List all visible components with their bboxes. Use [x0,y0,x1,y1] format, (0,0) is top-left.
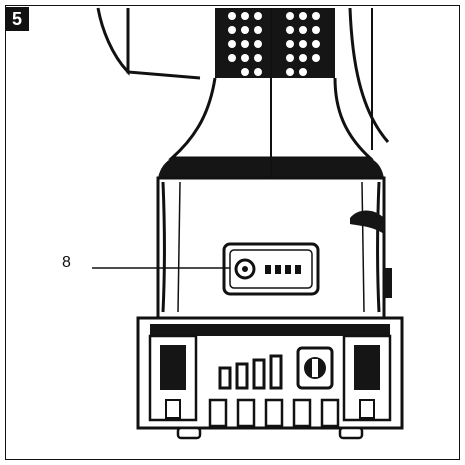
charge-led-3 [285,265,291,274]
grip-area [215,8,335,92]
battery-pack [136,316,404,440]
charge-led-4 [295,265,301,274]
figure-number-badge: 5 [5,7,29,31]
figure-number: 5 [11,9,22,29]
upper-body-left-outline [96,7,130,76]
callout-label-8: 8 [62,254,71,271]
side-lever [350,210,384,234]
indicator-button-icon [234,258,256,280]
figure-border [5,5,460,460]
charge-led-2 [275,265,281,274]
battery-charge-indicator [222,242,320,296]
charge-led-1 [265,265,271,274]
upper-body-right-outline [348,7,390,143]
